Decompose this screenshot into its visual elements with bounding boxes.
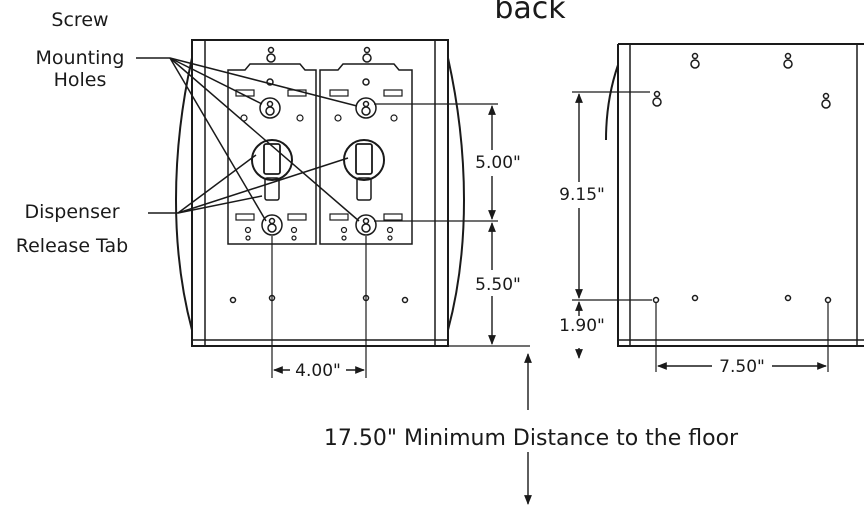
screw-label-line2: Mounting (36, 47, 125, 69)
keyhole-hole (821, 92, 831, 109)
back-vertical-dimensions (558, 91, 652, 359)
diagram-title: back (494, 0, 566, 26)
screw-label-line1: Screw (51, 9, 108, 31)
keyhole-hole (690, 52, 700, 69)
bottom-hole (824, 296, 832, 304)
front-vertical-dimensions (374, 103, 530, 347)
front-unit (174, 39, 466, 378)
back-side-bulge (605, 64, 619, 141)
dim-1-90: 1.90" (559, 316, 605, 336)
screw-holes-leaders (136, 57, 360, 222)
back-unit (605, 43, 864, 372)
release-tab-right (343, 139, 385, 201)
bottom-hole (652, 296, 660, 304)
keyhole-hole (362, 46, 372, 63)
lower-mounting-hole-right (355, 214, 377, 236)
front-horizontal-dimension (273, 360, 365, 380)
lower-mounting-hole-left (261, 214, 283, 236)
keyhole-hole (652, 90, 662, 107)
upper-mounting-hole-right (355, 97, 377, 119)
front-housing (191, 39, 449, 347)
dim-5-50: 5.50" (475, 275, 521, 295)
mounting-plate-left (227, 63, 317, 245)
upper-mounting-hole-left (259, 97, 281, 119)
right-side-bulge (447, 57, 466, 331)
screw-label-line3: Holes (54, 69, 107, 91)
bottom-hole (784, 294, 792, 302)
dim-7-50: 7.50" (719, 357, 765, 377)
bottom-hole (229, 296, 237, 304)
release-tab-left (251, 139, 293, 201)
release-tab-leaders (148, 154, 349, 214)
dim-4-00: 4.00" (295, 361, 341, 381)
back-housing (617, 43, 864, 347)
dim-5-00: 5.00" (475, 153, 521, 173)
back-horizontal-dimension (657, 356, 827, 376)
mounting-plate-right (319, 63, 413, 245)
bottom-hole (691, 294, 699, 302)
floor-distance-note: 17.50" Minimum Distance to the floor (324, 426, 739, 451)
keyhole-hole (266, 46, 276, 63)
release-label-line2: Release Tab (16, 235, 128, 257)
keyhole-hole (783, 52, 793, 69)
release-label-line1: Dispenser (25, 201, 120, 223)
bottom-hole (401, 296, 409, 304)
left-side-bulge (174, 57, 193, 331)
dim-9-15: 9.15" (559, 185, 605, 205)
